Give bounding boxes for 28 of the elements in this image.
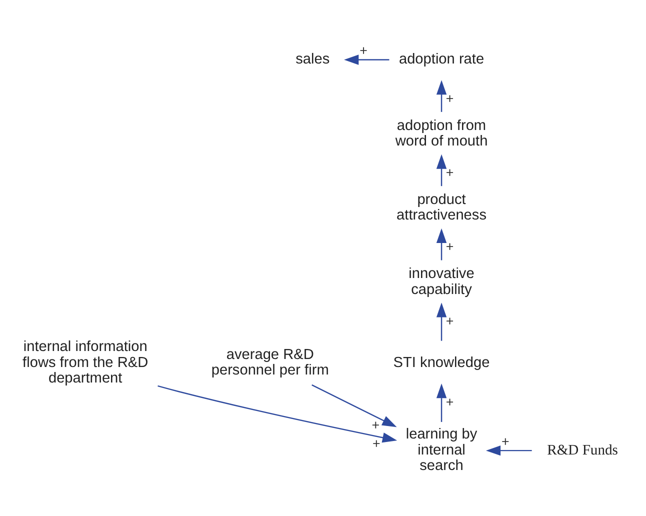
node-text: internal information flows from the R&D department <box>22 338 148 386</box>
node-text: adoption from word of mouth <box>395 117 488 150</box>
node-text: learning by internal search <box>406 426 478 474</box>
edge-label: + <box>360 42 368 58</box>
edge-label: + <box>446 313 454 328</box>
edge-label: + <box>502 433 510 448</box>
node-text: STI knowledge <box>393 354 490 370</box>
arrow <box>344 54 390 64</box>
edge-label: + <box>446 238 454 254</box>
node-text: R&D Funds <box>547 442 618 458</box>
arrow <box>436 302 447 340</box>
edge-label: + <box>446 90 454 106</box>
arrow <box>436 154 447 186</box>
edge-label: + <box>446 394 454 409</box>
node-text: sales <box>296 51 330 68</box>
arrow <box>486 444 532 456</box>
node-text: product attractiveness <box>396 191 486 224</box>
edge-label: + <box>446 164 454 180</box>
arrow <box>436 228 447 260</box>
arrow <box>436 80 447 112</box>
edge-label: + <box>372 416 380 432</box>
edge-label: + <box>372 436 380 451</box>
node-text: average R&D personnel per firm <box>211 346 329 378</box>
node-text: adoption rate <box>398 51 484 68</box>
arrow <box>312 384 397 427</box>
node-text: innovative capability <box>408 266 474 298</box>
arrow <box>158 384 398 442</box>
arrow <box>436 383 447 422</box>
